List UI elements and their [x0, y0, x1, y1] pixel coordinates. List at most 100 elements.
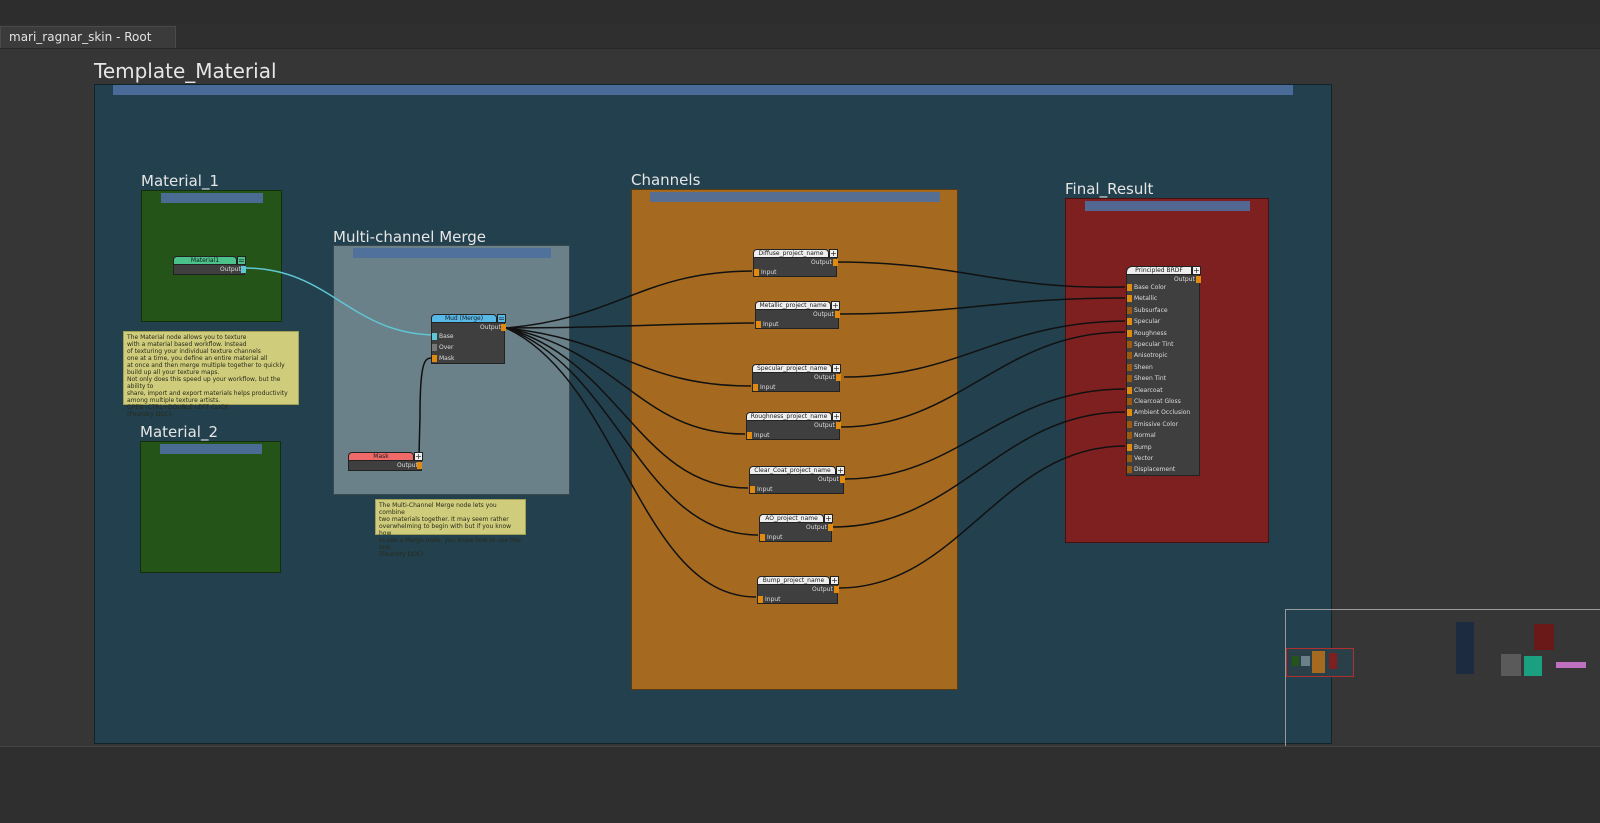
node-input-label: Input	[765, 596, 781, 603]
node-merge-input-port-over[interactable]	[432, 344, 437, 351]
node-add-button[interactable]: +	[832, 364, 841, 373]
minimap[interactable]	[1285, 609, 1600, 747]
node-output-port[interactable]	[828, 524, 833, 531]
node-brdf-input-label: Specular	[1134, 318, 1161, 326]
node-add-button[interactable]: +	[829, 249, 838, 258]
node-channel-ao[interactable]: AO_project_name + Output Input	[759, 514, 833, 542]
node-input-port[interactable]	[747, 432, 752, 439]
backdrop-header-bar	[160, 444, 262, 454]
node-input-port[interactable]	[753, 384, 758, 391]
node-add-button[interactable]: +	[414, 452, 423, 461]
node-channel-diffuse[interactable]: Diffuse_project_name + Output Input	[753, 249, 838, 277]
node-input-port[interactable]	[750, 486, 755, 493]
node-mask-header: Mask	[348, 452, 414, 461]
node-brdf-input-port[interactable]	[1127, 386, 1132, 394]
node-brdf-input-port[interactable]	[1127, 432, 1132, 440]
node-channel-specular[interactable]: Specular_project_name + Output Input	[752, 364, 841, 392]
node-brdf-output-label: Output	[1174, 276, 1195, 283]
node-merge-input-port-base[interactable]	[432, 333, 437, 340]
backdrop-title-channels: Channels	[631, 171, 701, 189]
node-collapse-button[interactable]: =	[497, 314, 506, 323]
node-output-label: Output	[811, 259, 832, 266]
node-output-port[interactable]	[840, 476, 845, 483]
status-bar	[0, 746, 1600, 823]
node-brdf-input-label: Clearcoat Gloss	[1134, 398, 1181, 405]
node-brdf-output-port[interactable]	[1196, 276, 1201, 283]
node-mask-output-port[interactable]	[417, 462, 422, 469]
node-input-label: Input	[754, 432, 770, 439]
node-brdf-input-port[interactable]	[1127, 398, 1132, 405]
node-merge[interactable]: Mud (Merge) = Output Base Over Mask	[431, 314, 506, 364]
backdrop-material-2[interactable]	[140, 441, 281, 573]
node-mask[interactable]: Mask + Output	[348, 452, 423, 471]
node-add-button[interactable]: +	[831, 301, 840, 310]
node-add-button[interactable]: +	[832, 412, 841, 421]
node-output-port[interactable]	[834, 586, 839, 593]
node-input-port[interactable]	[754, 269, 759, 276]
node-brdf-input-port[interactable]	[1127, 420, 1132, 428]
sticky-note-merge[interactable]: The Multi-Channel Merge node lets you co…	[375, 499, 526, 558]
node-mask-output-label: Output	[397, 462, 418, 469]
node-brdf-input-label: Roughness	[1134, 329, 1167, 337]
node-input-port[interactable]	[758, 596, 763, 603]
node-brdf-input-port[interactable]	[1127, 409, 1132, 417]
node-input-label: Input	[767, 534, 783, 541]
node-material1[interactable]: Material1 = Output	[173, 256, 246, 275]
node-output-label: Output	[812, 586, 833, 593]
node-output-port[interactable]	[836, 374, 841, 381]
tab-root[interactable]: mari_ragnar_skin - Root	[0, 26, 176, 48]
node-add-button[interactable]: +	[824, 514, 833, 523]
node-brdf-input-port[interactable]	[1127, 363, 1132, 371]
node-channel-bump[interactable]: Bump_project_name + Output Input	[757, 576, 839, 604]
node-brdf-input-port[interactable]	[1127, 329, 1132, 337]
node-input-label: Input	[761, 269, 777, 276]
minimap-thumb-teal	[1524, 656, 1542, 676]
node-output-port[interactable]	[836, 422, 841, 429]
node-brdf-input-label: Vector	[1134, 455, 1154, 462]
node-channel-header: AO_project_name	[759, 514, 824, 523]
node-channel-metallic[interactable]: Metallic_project_name + Output Input	[755, 301, 840, 329]
node-brdf-input-label: Emissive Color	[1134, 420, 1179, 428]
node-brdf-input-port[interactable]	[1127, 466, 1132, 474]
node-channel-header: Diffuse_project_name	[753, 249, 829, 258]
node-channel-clearcoat[interactable]: Clear_Coat_project_name + Output Input	[749, 466, 845, 494]
backdrop-title-final: Final_Result	[1065, 180, 1154, 198]
node-brdf-input-label: Specular Tint	[1134, 341, 1174, 348]
sticky-note-material[interactable]: The Material node allows you to texture …	[123, 331, 299, 418]
node-input-port[interactable]	[756, 321, 761, 328]
tab-bar: mari_ragnar_skin - Root	[0, 24, 1600, 49]
node-add-button[interactable]: +	[830, 576, 839, 585]
node-add-button[interactable]: +	[836, 466, 845, 475]
minimap-thumb-darkred	[1534, 624, 1554, 650]
node-brdf-input-label: Sheen	[1134, 363, 1153, 371]
node-collapse-button[interactable]: =	[237, 256, 246, 265]
node-brdf-input-port[interactable]	[1127, 306, 1132, 314]
node-brdf-input-port[interactable]	[1127, 295, 1132, 303]
node-brdf-input-port[interactable]	[1127, 443, 1132, 451]
node-merge-output-port[interactable]	[501, 324, 506, 331]
node-output-port[interactable]	[833, 259, 838, 266]
node-brdf-input-port[interactable]	[1127, 352, 1132, 360]
node-brdf-input-port[interactable]	[1127, 341, 1132, 348]
node-output-port[interactable]	[835, 311, 840, 318]
node-add-button[interactable]: +	[1192, 266, 1201, 275]
node-input-port[interactable]	[760, 534, 765, 541]
node-input-label: Input	[757, 486, 773, 493]
top-toolbar	[0, 0, 1600, 24]
node-brdf-input-label: Clearcoat	[1134, 386, 1163, 394]
node-brdf-input-port[interactable]	[1127, 284, 1132, 291]
node-channel-header: Specular_project_name	[752, 364, 832, 373]
node-brdf-input-port[interactable]	[1127, 318, 1132, 326]
backdrop-header-bar	[113, 85, 1293, 95]
backdrop-title-template: Template_Material	[94, 59, 277, 83]
node-output-label: Output	[814, 422, 835, 429]
node-brdf-input-port[interactable]	[1127, 455, 1132, 462]
node-brdf-input-label: Subsurface	[1134, 306, 1168, 314]
node-material1-output-port[interactable]	[241, 266, 246, 273]
node-channel-roughness[interactable]: Roughness_project_name + Output Input	[746, 412, 841, 440]
node-brdf-input-port[interactable]	[1127, 375, 1132, 383]
node-material1-output-label: Output	[220, 266, 241, 273]
minimap-thumb-red	[1329, 653, 1337, 669]
node-merge-input-port-mask[interactable]	[432, 355, 437, 362]
